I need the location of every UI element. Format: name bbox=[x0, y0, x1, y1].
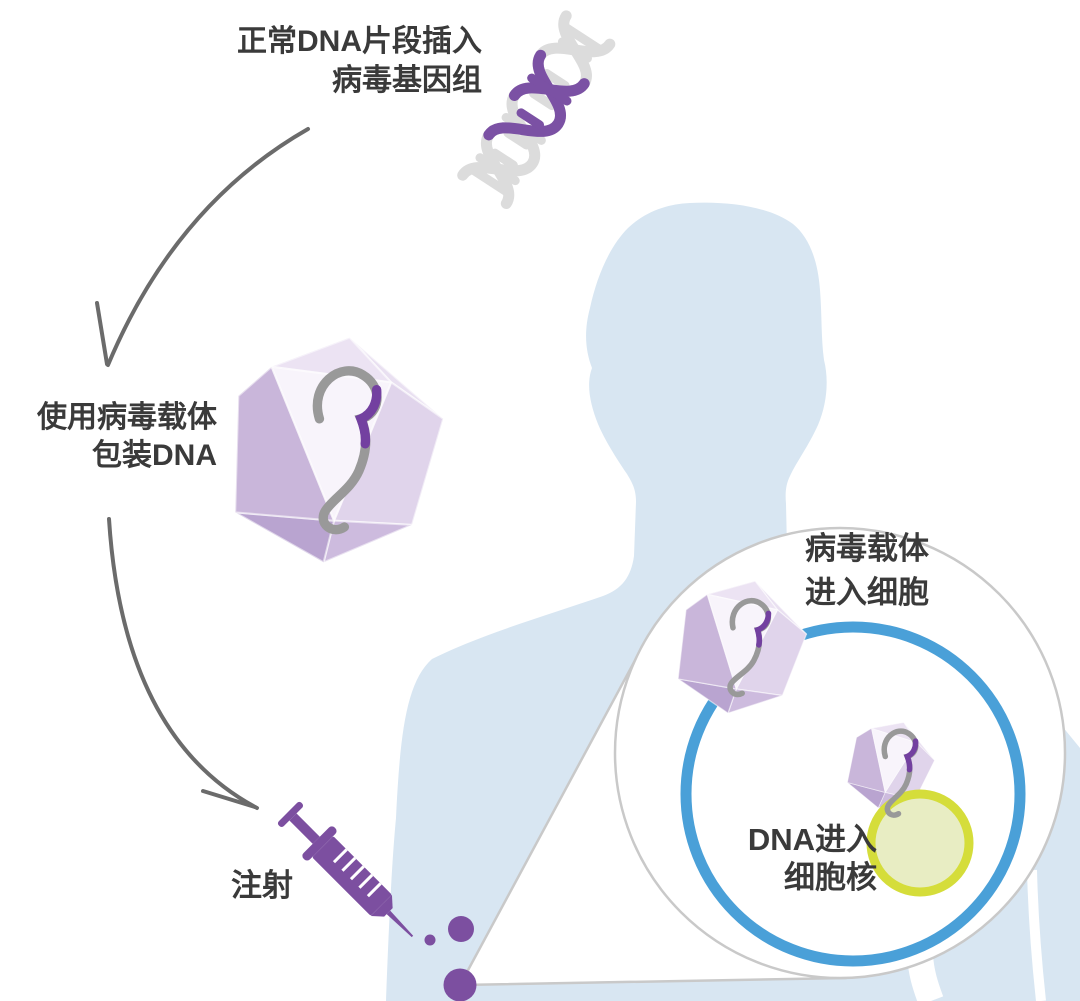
step5-line1: DNA进入 bbox=[747, 822, 877, 857]
step4-label-vector-enters-cell: 病毒载体 进入细胞 bbox=[747, 527, 987, 615]
flow-arrow-1-icon bbox=[95, 127, 310, 367]
nucleus-circle bbox=[866, 789, 974, 897]
step2-line2: 包装DNA bbox=[92, 439, 217, 472]
step4-line2: 进入细胞 bbox=[805, 575, 929, 610]
step1-label-insert-dna: 正常DNA片段插入 病毒基因组 bbox=[237, 22, 482, 100]
magnifier-origin-dot bbox=[443, 968, 477, 1001]
step1-line2: 病毒基因组 bbox=[332, 64, 482, 97]
step3-label-inject: 注射 bbox=[231, 869, 293, 903]
step2-label-package-dna: 使用病毒载体 包装DNA bbox=[37, 399, 217, 475]
nucleus-dna-strand bbox=[881, 728, 919, 818]
step5-label-dna-enters-nucleus: DNA进入 细胞核 bbox=[748, 821, 877, 897]
injection-dots bbox=[424, 916, 474, 946]
syringe-icon bbox=[277, 801, 414, 938]
dna-helix-icon bbox=[457, 10, 616, 210]
flow-arrow-2-icon bbox=[107, 517, 259, 810]
step3-line1: 注射 bbox=[231, 868, 293, 903]
step2-line1: 使用病毒载体 bbox=[37, 401, 217, 434]
step1-line1: 正常DNA片段插入 bbox=[237, 25, 482, 58]
step4-line1: 病毒载体 bbox=[805, 531, 929, 566]
step5-line2: 细胞核 bbox=[784, 860, 877, 895]
virus-capsid-icon-large bbox=[234, 336, 445, 564]
